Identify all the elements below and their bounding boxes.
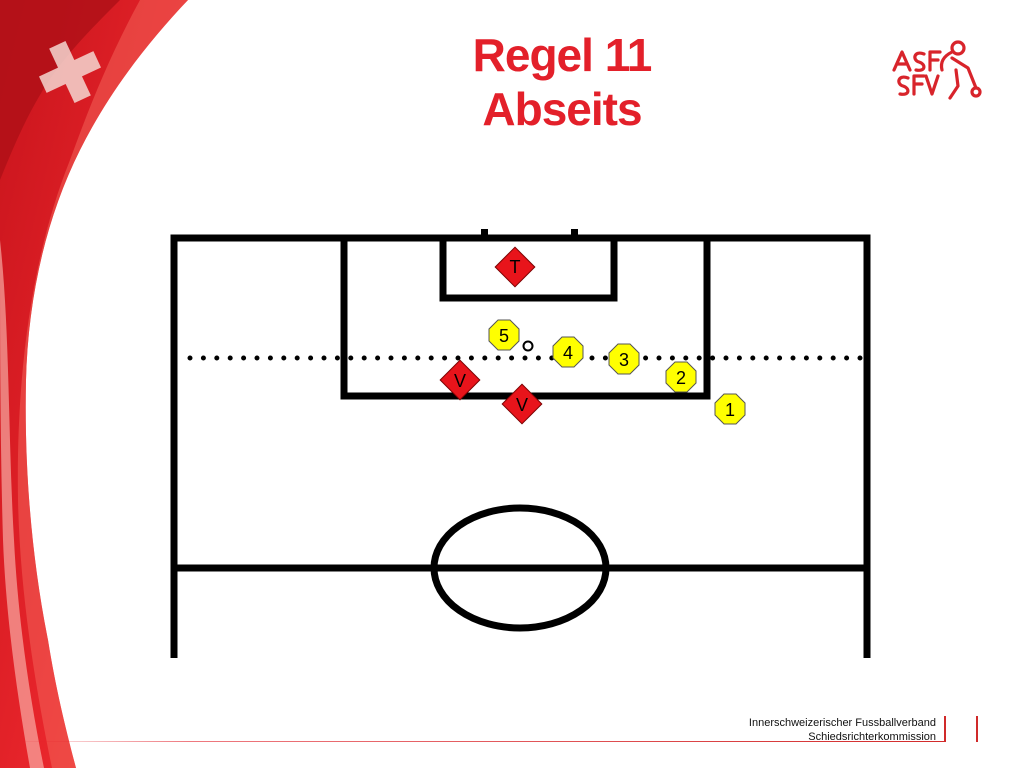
footer-association: Innerschweizerischer Fussballverband [748,717,936,729]
attacker-3: 3 [608,343,640,375]
defender-2-label: V [516,395,528,415]
defender-1-label: V [454,371,466,391]
goal-area [439,238,618,302]
goal-post-right [571,229,578,239]
attacker-4: 4 [552,336,584,368]
defender-goalkeeper-label: T [510,257,521,277]
pitch-outline [170,234,871,658]
defender-goalkeeper: T [494,246,536,288]
footer: Innerschweizerischer Fussballverband Sch… [749,716,936,744]
goal-post-left [481,229,488,239]
title-line-2: Abseits [482,83,642,135]
defender-2: V [501,383,543,425]
centre-circle [430,504,610,632]
slide-title: Regel 11 Abseits [362,28,762,136]
attacker-1-label: 1 [725,400,735,420]
ball-icon [522,340,534,352]
footer-bar-right [976,716,978,742]
attacker-2-label: 2 [676,368,686,388]
footer-bar-left [944,716,946,742]
title-line-1: Regel 11 [472,29,653,81]
attacker-5: 5 [488,319,520,351]
footer-rule [0,741,945,742]
defender-1: V [439,359,481,401]
footer-commission: Schiedsrichterkommission [808,731,936,743]
attacker-3-label: 3 [619,350,629,370]
attacker-5-label: 5 [499,326,509,346]
attacker-1: 1 [714,393,746,425]
sfv-logo-icon [892,40,982,100]
attacker-2: 2 [665,361,697,393]
attacker-4-label: 4 [563,343,573,363]
